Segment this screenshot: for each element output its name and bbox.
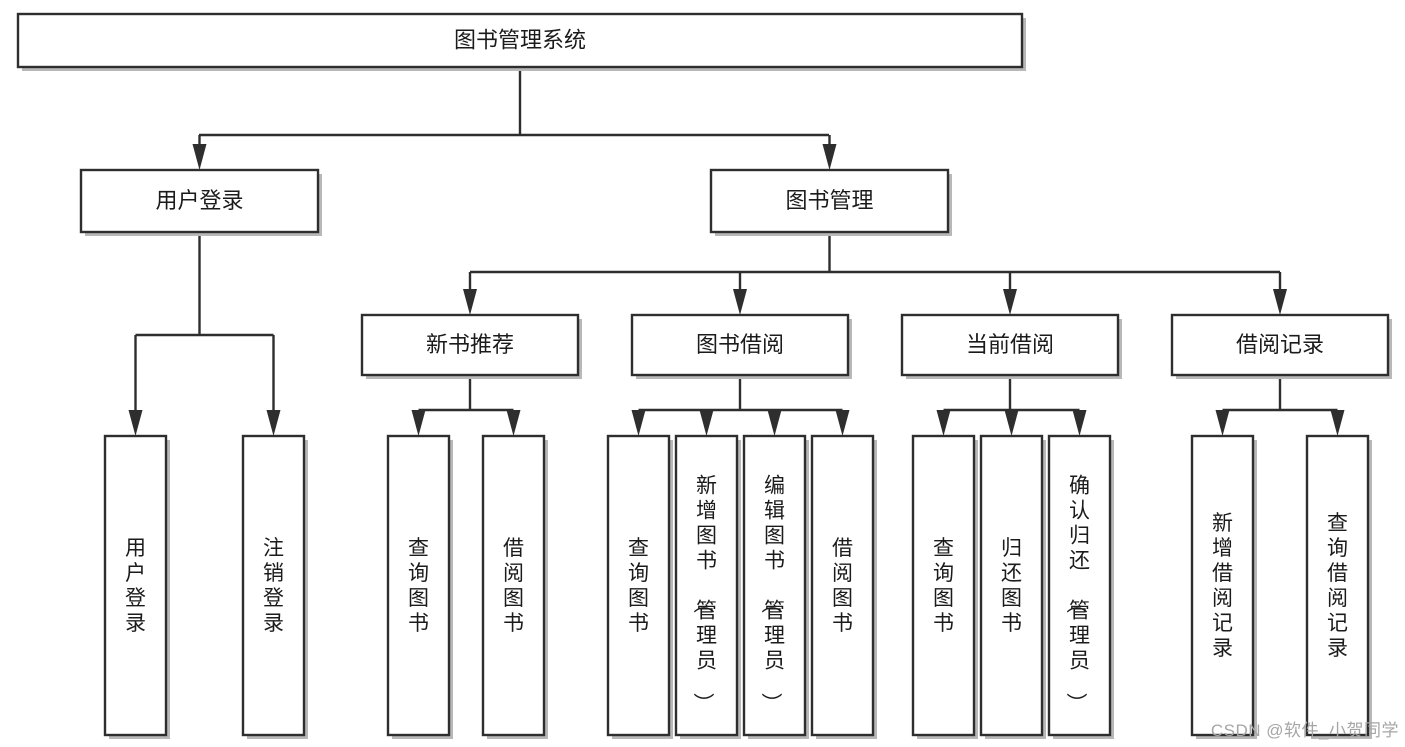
node-leaf[interactable]: 查询借阅记录 <box>1305 434 1372 739</box>
node-label: 当前借阅 <box>966 332 1054 357</box>
node-label: 归还图书 <box>1001 537 1022 635</box>
node-leaf[interactable]: 编辑图书（管理员） <box>742 434 809 739</box>
node-leaf[interactable]: 确认归还（管理员） <box>1047 434 1114 739</box>
node-label: 借阅图书 <box>832 537 853 635</box>
node-leaf[interactable]: 归还图书 <box>979 434 1046 739</box>
node-leaf[interactable]: 查询图书 <box>911 434 978 739</box>
node-level2[interactable]: 用户登录 <box>79 168 322 236</box>
node-label: 编辑图书（管理员） <box>759 475 785 714</box>
node-leaf[interactable]: 新增借阅记录 <box>1190 434 1257 739</box>
node-label: 查询图书 <box>408 537 429 635</box>
node-label: 注销登录 <box>263 537 284 635</box>
nodes-layer: 图书管理系统用户登录图书管理新书推荐图书借阅当前借阅借阅记录用户登录注销登录查询… <box>16 12 1392 739</box>
node-label: 查询图书 <box>628 537 649 635</box>
node-root[interactable]: 图书管理系统 <box>16 12 1026 71</box>
node-label: 新增借阅记录 <box>1212 512 1233 660</box>
node-label: 图书管理 <box>785 188 873 213</box>
node-label: 查询借阅记录 <box>1327 512 1348 660</box>
node-label: 新增图书（管理员） <box>691 475 717 714</box>
node-label: 用户登录 <box>125 537 146 635</box>
node-label: 图书管理系统 <box>454 27 586 52</box>
node-level3[interactable]: 新书推荐 <box>360 313 582 379</box>
node-label: 借阅图书 <box>503 537 524 635</box>
node-level3[interactable]: 当前借阅 <box>900 313 1122 379</box>
node-level3[interactable]: 借阅记录 <box>1170 313 1392 379</box>
node-leaf[interactable]: 新增图书（管理员） <box>674 434 741 739</box>
node-leaf[interactable]: 注销登录 <box>241 434 308 739</box>
node-leaf[interactable]: 用户登录 <box>103 434 170 739</box>
node-leaf[interactable]: 借阅图书 <box>481 434 548 739</box>
node-label: 查询图书 <box>933 537 954 635</box>
node-label: 新书推荐 <box>426 332 514 357</box>
node-leaf[interactable]: 借阅图书 <box>810 434 877 739</box>
node-label: 用户登录 <box>155 188 243 213</box>
node-label: 图书借阅 <box>696 332 784 357</box>
node-label: 借阅记录 <box>1236 332 1324 357</box>
edges-layer <box>128 67 1345 436</box>
node-level2[interactable]: 图书管理 <box>709 168 952 236</box>
node-level3[interactable]: 图书借阅 <box>630 313 852 379</box>
node-label: 确认归还（管理员） <box>1064 475 1090 714</box>
node-leaf[interactable]: 查询图书 <box>386 434 453 739</box>
node-leaf[interactable]: 查询图书 <box>606 434 673 739</box>
